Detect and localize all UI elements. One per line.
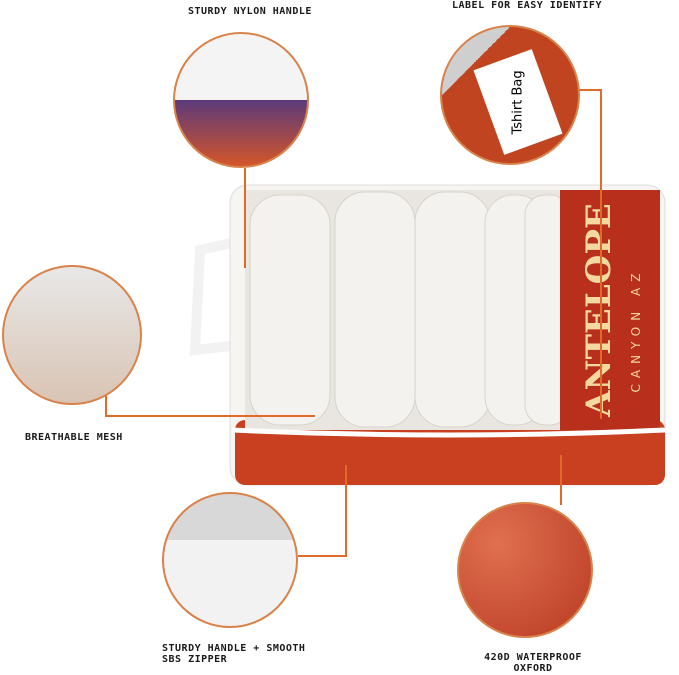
connector-line (105, 395, 107, 416)
mesh-label: BREATHABLE MESH (25, 432, 123, 443)
handle-label: STURDY NYLON HANDLE (188, 6, 312, 17)
print-text: ANTELOPE (579, 203, 619, 418)
connector-line (105, 415, 315, 417)
handle-detail-circle (173, 32, 309, 168)
zipper-label: STURDY HANDLE + SMOOTH SBS ZIPPER (162, 643, 305, 665)
rolled-shirt (414, 191, 491, 428)
oxford-detail-circle (457, 502, 593, 638)
connector-line (560, 455, 562, 505)
label-detail-circle: Tshirt Bag (440, 25, 580, 165)
zipper (231, 427, 666, 438)
tag-text: Tshirt Bag (510, 69, 526, 135)
oxford-label: 420D WATERPROOF OXFORD (478, 652, 588, 674)
connector-line (600, 89, 602, 419)
side-handle (189, 235, 247, 356)
name-tag: Tshirt Bag (473, 49, 563, 155)
mesh-detail-circle (2, 265, 142, 405)
zipper-label-line2: SBS ZIPPER (162, 654, 228, 665)
zipper-detail-circle (162, 492, 298, 628)
connector-line (244, 168, 246, 268)
print-panel (560, 190, 660, 430)
rolled-shirt (334, 191, 416, 428)
connector-line (345, 465, 347, 557)
oxford-label-line1: 420D WATERPROOF (484, 652, 582, 663)
rolled-shirt (249, 194, 331, 426)
print-subtext: CANYON AZ (629, 268, 643, 393)
connector-line (298, 555, 346, 557)
zipper-label-line1: STURDY HANDLE + SMOOTH (162, 643, 306, 654)
label-feature-label: LABEL FOR EASY IDENTIFY (452, 0, 602, 11)
oxford-label-line2: OXFORD (513, 663, 553, 674)
